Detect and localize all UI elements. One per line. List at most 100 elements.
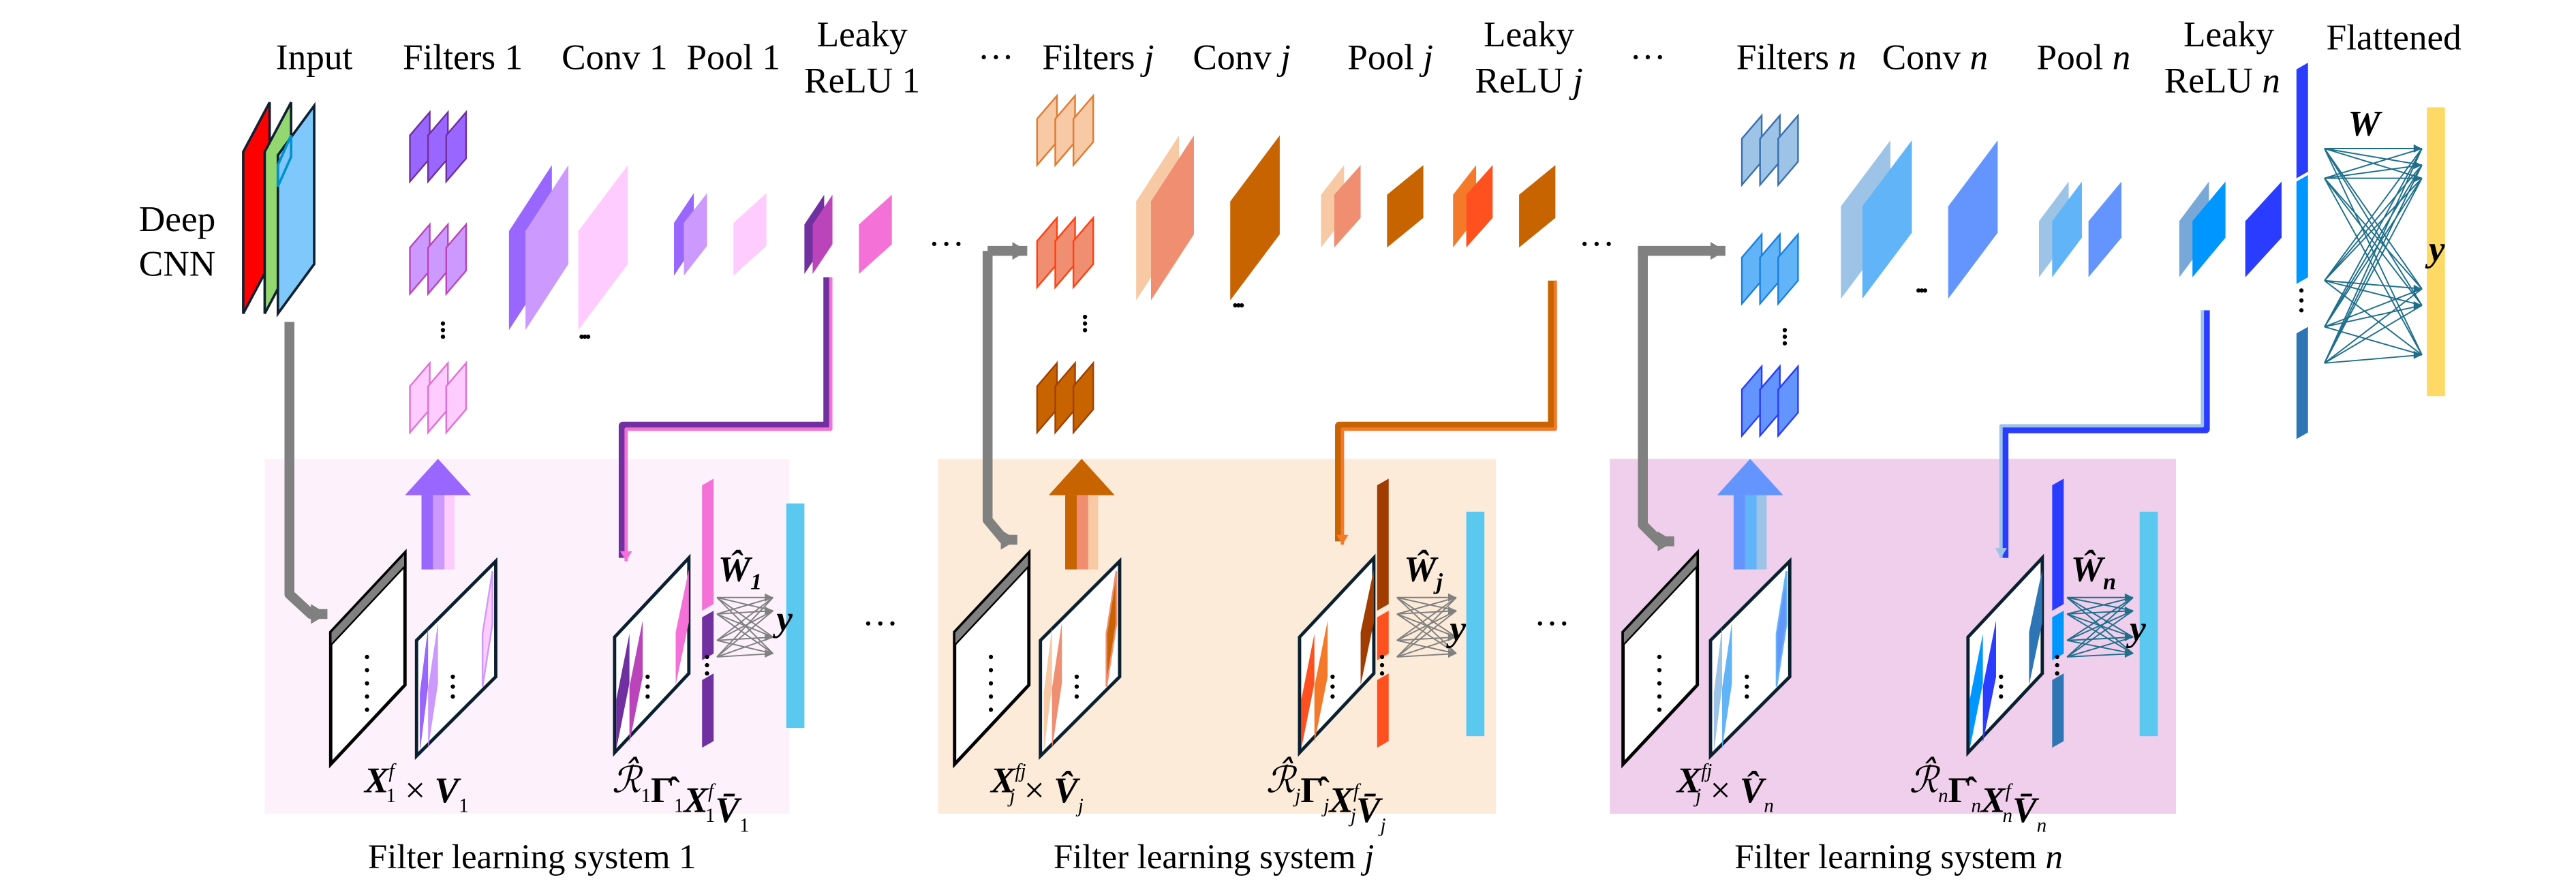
filters-n-group	[1759, 364, 1781, 438]
panel-1-caption: Filter learning system 1	[368, 838, 696, 876]
formula-subscript: n	[2003, 805, 2013, 827]
label-weight-w: W	[2348, 104, 2382, 144]
formula-symbol: X	[682, 780, 709, 821]
filters-n-group	[1741, 113, 1763, 187]
input-matrix-j-header	[953, 551, 1030, 648]
reduced-stripe	[1301, 634, 1315, 750]
ellipsis-dot	[450, 694, 455, 699]
filter-update-arrow-1-stripe	[421, 495, 433, 570]
pool-j-map	[1334, 165, 1361, 248]
reduced-stripe	[616, 634, 630, 750]
conv-j-map	[1150, 135, 1194, 301]
panel-weight-connection	[2067, 653, 2134, 658]
ellipsis-dot	[450, 674, 455, 679]
filter-update-arrow-1-stripe	[433, 495, 445, 570]
weight-connection-arrowhead	[2413, 174, 2422, 183]
filters-j-group	[1054, 361, 1076, 435]
formula-symbol: ×	[1701, 770, 1740, 810]
panel-weight-connection	[2066, 596, 2134, 615]
panel-weight-connection	[1396, 597, 1457, 658]
panel-weight-connection	[716, 610, 773, 615]
ellipsis-dot	[365, 668, 369, 673]
panel-weight-connection	[2066, 636, 2134, 658]
weight-connection	[2324, 148, 2423, 290]
weight-connection-arrowhead	[2413, 301, 2422, 310]
ellipsis-dot	[2055, 671, 2059, 676]
ellipsis-dot	[1919, 288, 1925, 293]
gray-arrow-panel-1-head	[311, 604, 328, 624]
ellipsis-dot	[1074, 694, 1079, 699]
ellipsis-dot	[440, 334, 446, 339]
ellipsis-dot	[1657, 668, 1662, 673]
label-leaky-1-line2: ReLU 1	[804, 61, 920, 101]
weight-connection	[2324, 177, 2423, 306]
panel-flattened-segment	[702, 478, 714, 611]
panel-weight-connection	[2066, 597, 2134, 658]
formula-symbol: V̄	[715, 790, 742, 830]
ellipsis-dot	[365, 681, 369, 686]
projection-stripe	[481, 570, 493, 687]
reduced-stripe	[675, 569, 689, 686]
connector-leaky-j-outer	[1335, 280, 1557, 542]
ellipsis-dot	[645, 684, 650, 689]
panel-weight-connection	[1396, 610, 1457, 658]
panel-weight-connection	[1396, 596, 1457, 612]
ellipsis-dot	[2299, 308, 2304, 313]
ellipsis-top-1: ···	[928, 224, 964, 264]
panel-n-target: y	[2126, 609, 2146, 649]
weight-connection	[2324, 164, 2423, 364]
ellipsis-dot	[365, 654, 369, 660]
panel-weight-connection-arrowhead	[1447, 593, 1457, 602]
formula-symbol: X	[990, 761, 1016, 801]
filters-1-group	[409, 110, 431, 184]
reduced-stripe	[2029, 569, 2042, 686]
panel-weight-connection-arrowhead	[1447, 632, 1457, 641]
ellipsis-dot	[1916, 288, 1921, 293]
projection-stripe	[1043, 627, 1052, 753]
filter-update-arrow-n	[1717, 459, 1783, 495]
formula-symbol: V̄	[2012, 790, 2040, 830]
formula-subscript: j	[1075, 795, 1084, 817]
weight-connection	[2324, 148, 2423, 364]
panel-weight-connection	[1396, 596, 1457, 638]
formula-subscript: 1	[705, 805, 716, 827]
ellipsis-dot	[705, 654, 709, 660]
panel-weight-connection	[716, 610, 773, 658]
filters-1-group	[445, 361, 467, 435]
weight-connection	[2324, 279, 2422, 290]
panel-weight-connection	[1396, 610, 1457, 615]
ellipsis-dot	[988, 707, 994, 712]
pool-n-map	[2052, 181, 2082, 277]
gray-arrow-panel-n-head	[1657, 531, 1674, 551]
weight-connection	[2324, 148, 2423, 166]
ellipsis-dot	[2299, 288, 2304, 293]
filter-update-arrow-1-stripe	[444, 495, 455, 570]
projection-stripe	[1105, 570, 1118, 687]
panel-weight-connection	[1396, 610, 1457, 641]
label-pool-1: Pool 1	[686, 37, 780, 78]
pool-1-map	[684, 193, 707, 276]
reduced-stripe	[1969, 634, 1983, 750]
output-bar	[2427, 107, 2445, 397]
ellipsis-dot	[1379, 662, 1385, 668]
input-matrix-n-header	[1622, 551, 1698, 648]
ellipsis-dot	[583, 334, 587, 339]
label-conv-1: Conv 1	[562, 37, 667, 78]
ellipsis-dot	[1999, 694, 2004, 699]
ellipsis-dot	[988, 681, 994, 686]
panel-weight-connection	[716, 636, 773, 658]
target-bar-1	[786, 503, 805, 729]
filters-n-group	[1741, 232, 1763, 306]
ellipsis-dot	[1233, 303, 1238, 308]
filter-update-arrow-j-stripe	[1065, 495, 1077, 570]
formula-subscript: 1	[386, 785, 396, 807]
filters-n-group	[1759, 113, 1781, 187]
panel-backgrounds	[264, 459, 2176, 814]
panel-weight-connection-arrowhead	[765, 593, 773, 602]
top-labels: Input Filters 1 Conv 1 Pool 1 Leaky ReLU…	[139, 14, 2462, 644]
panel-flattened-segment	[702, 673, 714, 748]
label-leaky-n-line2: ReLU n	[2164, 61, 2280, 101]
